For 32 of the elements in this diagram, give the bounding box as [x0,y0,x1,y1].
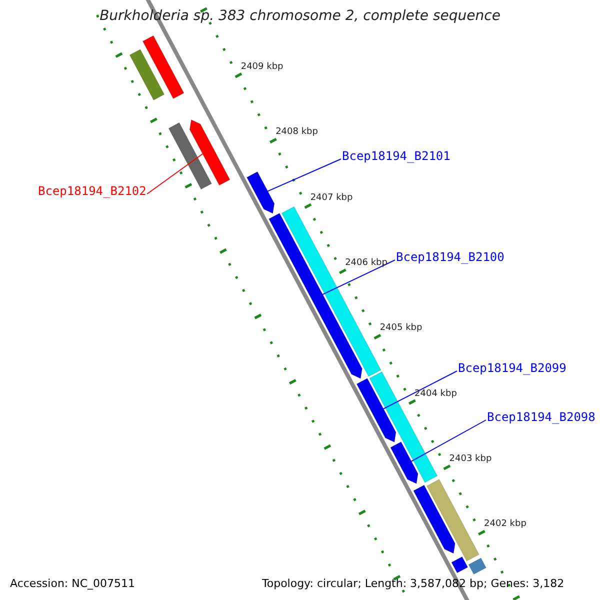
gene-feature [451,556,468,574]
scale-label: 2405 kbp [380,323,422,334]
scale-label: 2403 kbp [449,454,492,465]
leader-line [382,370,458,410]
scale-label: 2407 kbp [310,192,353,204]
gene-label: Bcep18194_B2101 [342,149,450,163]
gene-feature [168,122,212,190]
gene-feature [413,484,456,554]
sequence-info-text: Topology: circular; Length: 3,587,082 bp; Genes: 3,182 [262,577,564,590]
title: Burkholderia sp. 383 chromosome 2, complete sequence [100,8,500,24]
leader-line [322,260,396,295]
gene-feature [356,378,396,443]
gene-label: Bcep18194_B2100 [396,250,504,264]
scale-label: 2406 kbp [345,258,388,269]
gene-feature [189,119,230,186]
leader-line [267,158,342,192]
scale-label: 2402 kbp [484,519,526,530]
gene-feature [426,479,480,562]
gene-label: Bcep18194_B2098 [487,410,596,424]
gene-feature [369,371,438,483]
accession-text: Accession: NC_007511 [10,577,136,590]
scale-label: 2408 kbp [276,127,318,138]
gene-feature [246,171,275,214]
leader-line [410,420,486,462]
gene-feature [142,35,184,100]
scale-label: 2409 kbp [240,62,284,73]
scale-label: 2404 kbp [414,388,457,400]
gene-label: Bcep18194_B2099 [458,361,566,375]
gene-label: Bcep18194_B2102 [38,184,146,198]
gene-feature [468,558,487,575]
gene-feature [129,49,165,100]
gene-feature [390,442,418,484]
